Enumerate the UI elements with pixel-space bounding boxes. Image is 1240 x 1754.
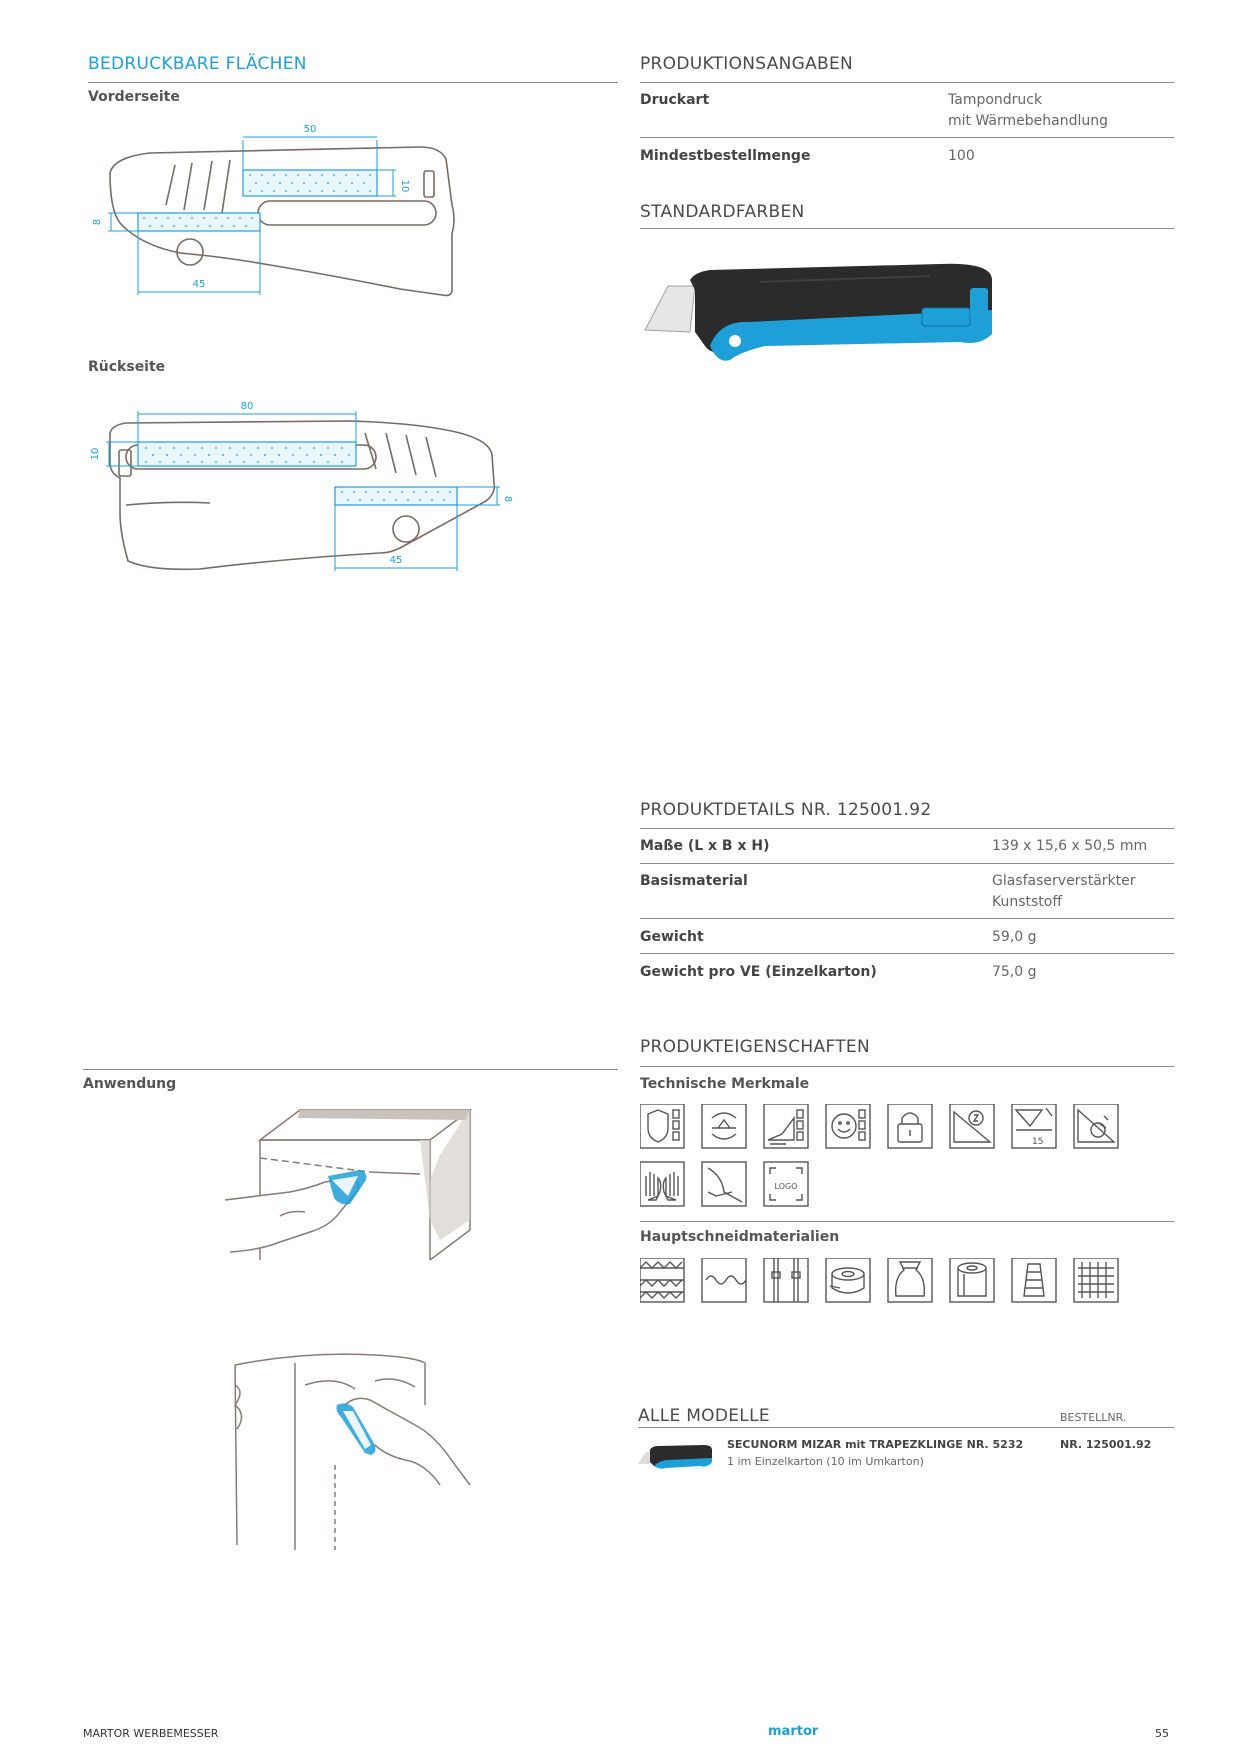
front-left-height: 8 — [92, 219, 103, 225]
back-left-height: 10 — [90, 448, 101, 461]
left-right-hand-icon — [640, 1161, 685, 1207]
divider — [638, 1427, 1174, 1428]
corrugated-icon — [701, 1258, 747, 1303]
front-top-width: 50 — [304, 124, 317, 135]
front-side-label: Vorderseite — [88, 89, 180, 105]
blade-type-icon — [1073, 1104, 1119, 1149]
technical-features-label: Technische Merkmale — [640, 1076, 810, 1092]
divider — [640, 137, 1174, 138]
cut-depth-icon: 15 — [1011, 1104, 1057, 1149]
cut-depth-value: 15 — [1032, 1137, 1043, 1147]
box-cutting-illustration — [224, 1109, 473, 1261]
weight-value: 59,0 g — [992, 929, 1037, 945]
paper-roll-icon — [949, 1258, 995, 1303]
material-value: Glasfaserverstärkter Kunststoff — [992, 873, 1136, 910]
divider — [640, 828, 1174, 829]
front-bottom-width: 45 — [193, 279, 206, 290]
logo-print-icon: LOGO — [763, 1161, 809, 1207]
divider — [640, 228, 1174, 229]
printable-areas-title: BEDRUCKBARE FLÄCHEN — [88, 54, 307, 74]
divider — [640, 1221, 1174, 1222]
divider — [640, 863, 1174, 864]
lock-icon — [887, 1104, 933, 1149]
blade-change-icon — [949, 1104, 995, 1149]
straps-icon — [763, 1258, 809, 1303]
application-label: Anwendung — [83, 1076, 177, 1092]
divider — [88, 82, 618, 83]
print-type-label: Druckart — [640, 92, 710, 108]
back-top-width: 80 — [241, 401, 254, 412]
production-title: PRODUKTIONSANGABEN — [640, 54, 854, 74]
back-right-height: 8 — [502, 496, 513, 502]
weight-package-value: 75,0 g — [992, 964, 1037, 980]
ergonomic-face-icon — [825, 1104, 871, 1149]
page-number: 55 — [1155, 1727, 1169, 1740]
front-side-drawing: 50 10 8 45 — [92, 124, 455, 297]
dimensions-value: 139 x 15,6 x 50,5 mm — [992, 838, 1148, 854]
divider — [640, 1066, 1174, 1067]
bag-icon — [887, 1258, 933, 1303]
weight-label: Gewicht — [640, 929, 704, 945]
back-side-label: Rückseite — [88, 359, 166, 375]
min-order-label: Mindestbestellmenge — [640, 148, 811, 164]
foil-cutting-illustration — [233, 1353, 471, 1550]
divider — [640, 918, 1174, 919]
standard-color-knife — [644, 263, 992, 361]
footer-title: MARTOR WERBEMESSER — [83, 1727, 219, 1740]
brand-logo: martor — [768, 1724, 819, 1739]
cardboard-icon — [640, 1258, 685, 1303]
model-order-number: NR. 125001.92 — [1060, 1438, 1152, 1451]
blade-retract-icon — [701, 1104, 747, 1149]
all-models-title: ALLE MODELLE — [638, 1406, 770, 1426]
material-label: Basismaterial — [640, 873, 748, 889]
cutting-materials-label: Hauptschneidmaterialien — [640, 1229, 840, 1245]
logo-text: LOGO — [775, 1182, 798, 1191]
dimensions-label: Maße (L x B x H) — [640, 838, 770, 854]
product-details-title: PRODUKTDETAILS NR. 125001.92 — [640, 800, 932, 820]
standard-colors-title: STANDARDFARBEN — [640, 202, 805, 222]
tape-icon — [825, 1258, 871, 1303]
back-side-drawing: 80 10 8 45 — [90, 401, 513, 571]
front-top-height: 10 — [399, 180, 410, 193]
technical-icons: 15 LOGO — [640, 1104, 1180, 1208]
product-properties-title: PRODUKTEIGENSCHAFTEN — [640, 1037, 870, 1057]
film-cutter-icon — [701, 1161, 747, 1207]
model-name: SECUNORM MIZAR mit TRAPEZKLINGE NR. 5232 — [727, 1438, 1024, 1451]
min-order-value: 100 — [948, 148, 975, 164]
order-number-header: BESTELLNR. — [1060, 1411, 1127, 1424]
divider — [640, 953, 1174, 954]
thread-icon — [1011, 1258, 1057, 1303]
print-type-value: Tampondruck mit Wärmebehandlung — [948, 92, 1108, 129]
model-packaging: 1 im Einzelkarton (10 im Umkarton) — [727, 1455, 924, 1468]
hand-cut-icon — [763, 1104, 809, 1149]
divider — [640, 82, 1174, 83]
shield-safety-icon — [640, 1104, 685, 1149]
back-bottom-width: 45 — [390, 555, 403, 566]
model-thumbnail — [638, 1445, 712, 1469]
material-icons — [640, 1258, 1180, 1308]
divider — [83, 1069, 618, 1070]
mesh-icon — [1073, 1258, 1119, 1303]
weight-package-label: Gewicht pro VE (Einzelkarton) — [640, 964, 877, 980]
